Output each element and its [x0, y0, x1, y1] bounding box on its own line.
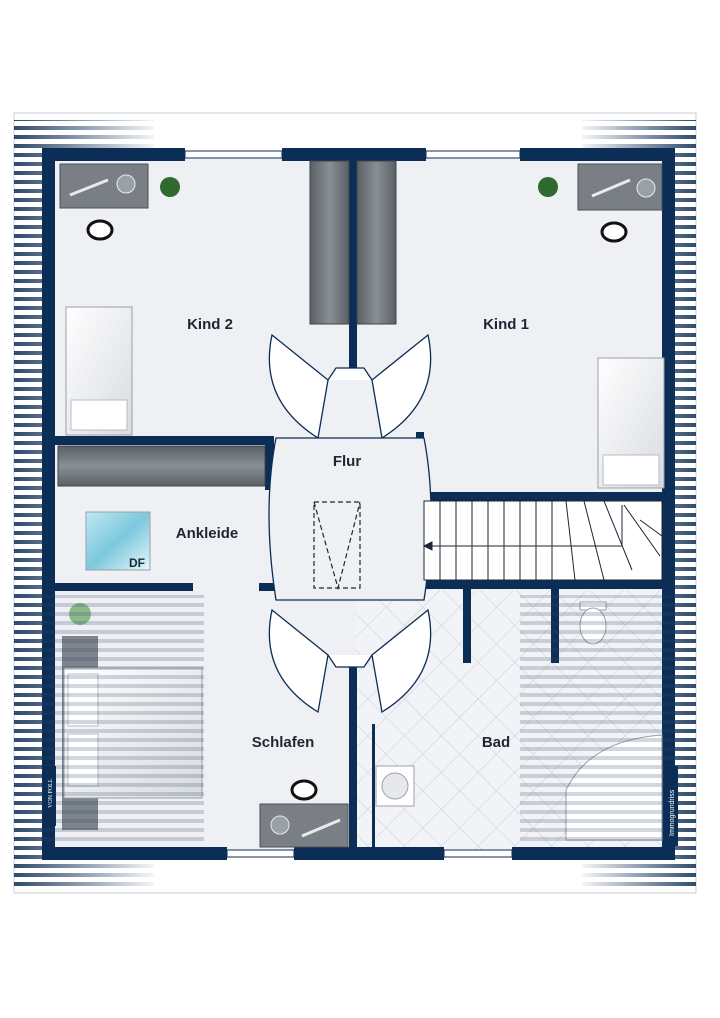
outer-walls	[42, 148, 675, 860]
room-label-flur: Flur	[333, 453, 361, 470]
bed-kind1	[597, 357, 665, 489]
skylight-label: DF	[129, 556, 145, 570]
brand-logo-left: VON POLL	[42, 766, 56, 826]
wardrobe-ankleide	[57, 445, 266, 487]
skylight-ankleide	[85, 511, 151, 571]
room-label-bad: Bad	[482, 734, 510, 751]
desk-schlafen	[259, 779, 349, 848]
room-label-kind2: Kind 2	[187, 316, 233, 333]
windows	[184, 150, 521, 858]
desk-kind1	[577, 163, 663, 243]
brand-label-right: Immogrundriss	[664, 766, 678, 846]
wardrobe-center	[309, 160, 397, 325]
brand-logo-text: VON POLL	[48, 778, 54, 808]
staircase	[422, 500, 663, 581]
hallway	[268, 437, 432, 601]
brand-right-text: Immogrundriss	[669, 789, 676, 836]
bed-kind2	[65, 306, 133, 436]
room-label-kind1: Kind 1	[483, 316, 529, 333]
desk-kind2	[59, 163, 149, 241]
sink-icon	[375, 765, 415, 807]
room-label-ankleide: Ankleide	[176, 525, 239, 542]
room-label-schlafen: Schlafen	[252, 734, 315, 751]
hallway-skylight	[313, 501, 361, 589]
roof-slope-lower	[14, 595, 696, 845]
